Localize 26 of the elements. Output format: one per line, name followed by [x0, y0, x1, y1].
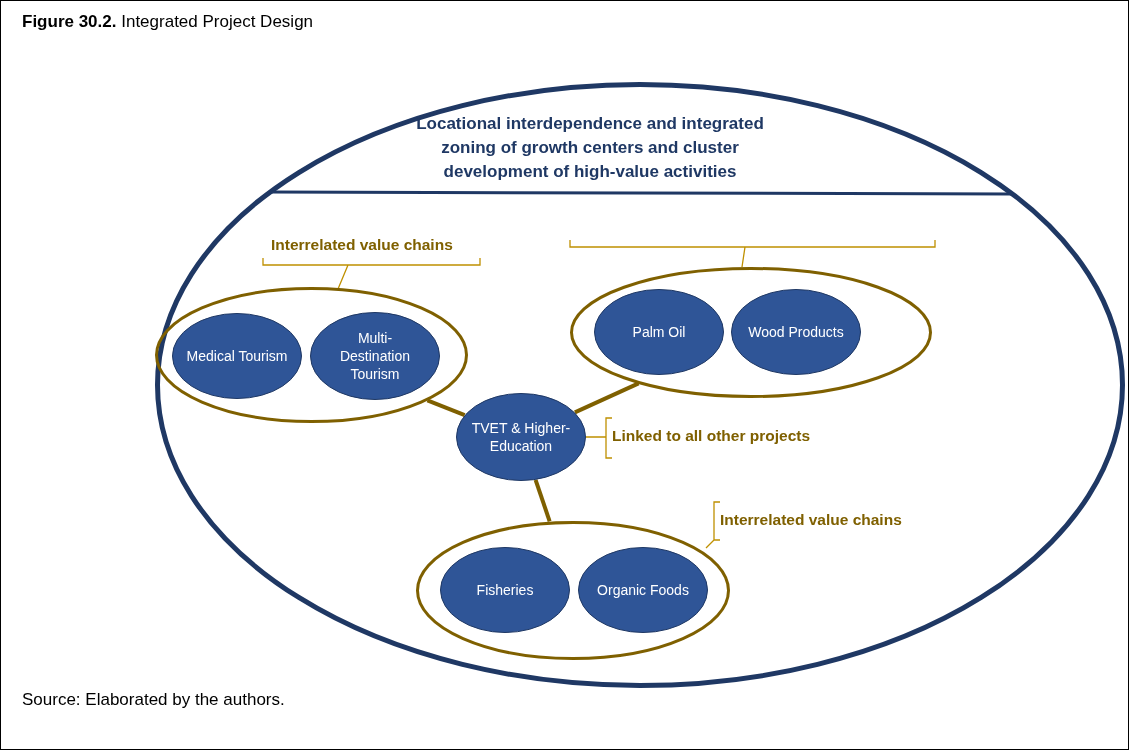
project-oval: [578, 547, 708, 633]
connector-line: [426, 398, 466, 417]
figure-title: Figure 30.2. Integrated Project Design: [22, 12, 314, 32]
project-oval: [440, 547, 570, 633]
connector-line: [533, 479, 552, 522]
zone-ellipse: [155, 82, 1125, 688]
project-oval: [594, 289, 724, 375]
project-oval: [310, 312, 440, 400]
project-oval: [731, 289, 861, 375]
cluster-ellipse: [570, 266, 932, 398]
source-caption: Source: Elaborated by the authors.: [22, 690, 285, 710]
annotation-label: Linked to all other projects: [612, 427, 811, 445]
project-label: TVET & Higher-Education: [470, 419, 572, 455]
cluster-ellipse: [154, 287, 468, 423]
project-oval: [456, 393, 586, 481]
zone-heading: Locational interdependence and integrated zoning of growth centers and cluster development of high-value activities: [415, 113, 765, 183]
project-label: Palm Oil: [632, 323, 686, 341]
project-label: Organic Foods: [597, 581, 689, 599]
project-label: Fisheries: [476, 581, 534, 599]
annotation-label: Interrelated value chains: [720, 511, 902, 529]
project-label: Wood Products: [748, 323, 844, 341]
project-label: Multi-Destination Tourism: [338, 329, 411, 383]
annotation-label: Interrelated value chains: [271, 236, 453, 254]
project-label: Medical Tourism: [186, 347, 288, 365]
project-oval: [172, 313, 302, 399]
connector-line: [574, 381, 640, 415]
